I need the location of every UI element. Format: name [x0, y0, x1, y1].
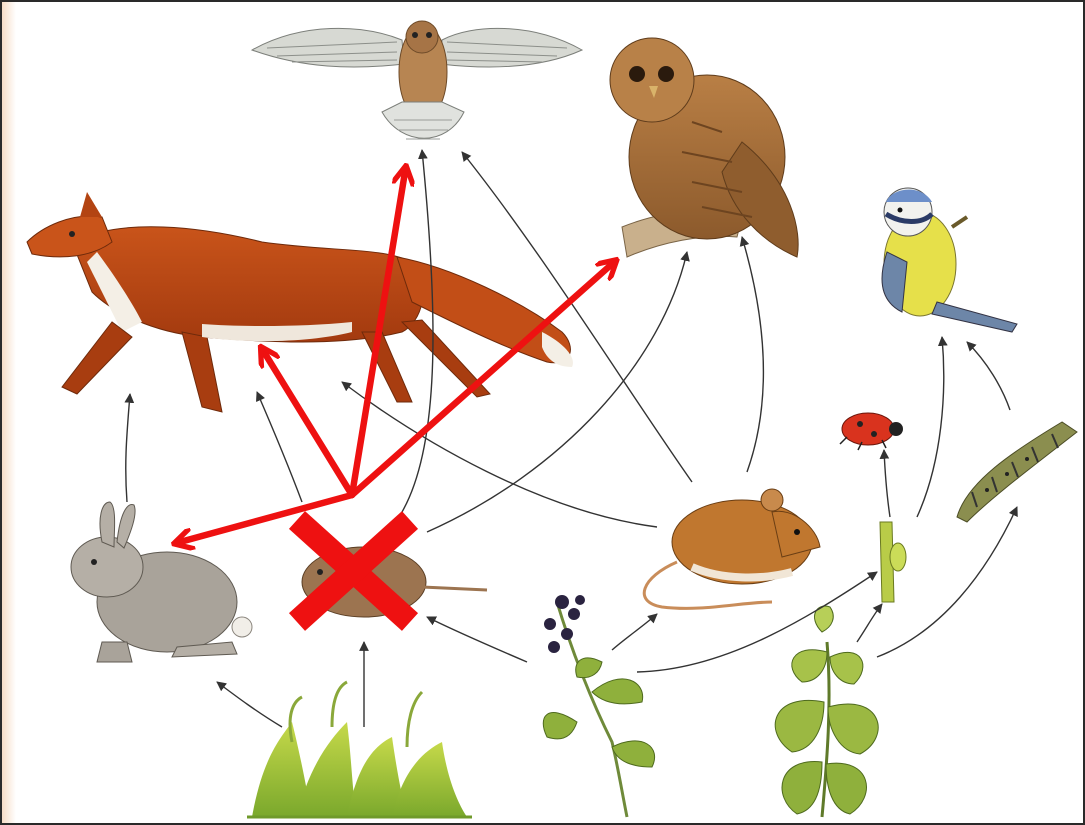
- link-mouse-fox: [342, 382, 657, 527]
- link-caterpillar-bluetit: [967, 342, 1010, 410]
- bramble-icon: [543, 595, 654, 817]
- link-rabbit-fox: [126, 394, 130, 502]
- blue-tit-icon: [882, 188, 1017, 332]
- link-aphid-bluetit: [917, 337, 944, 517]
- red-arrow-to-fox: [264, 352, 352, 495]
- kestrel-icon: [252, 21, 582, 139]
- link-nettle-caterpillar: [877, 507, 1017, 657]
- link-grass-rabbit: [217, 682, 282, 727]
- ladybird-icon: [840, 413, 903, 450]
- fox-icon: [27, 192, 573, 412]
- mouse-icon: [644, 489, 820, 608]
- link-bramble-mouse: [612, 614, 657, 650]
- link-mouse-owl: [742, 237, 763, 472]
- rabbit-icon: [71, 502, 252, 662]
- link-aphid-ladybird: [884, 450, 890, 517]
- link-nettle-aphid: [857, 604, 882, 642]
- nettle-icon: [775, 606, 878, 817]
- aphid-icon: [880, 522, 906, 602]
- grass-icon: [247, 682, 472, 817]
- owl-icon: [610, 38, 798, 257]
- link-bramble-vole: [427, 617, 527, 662]
